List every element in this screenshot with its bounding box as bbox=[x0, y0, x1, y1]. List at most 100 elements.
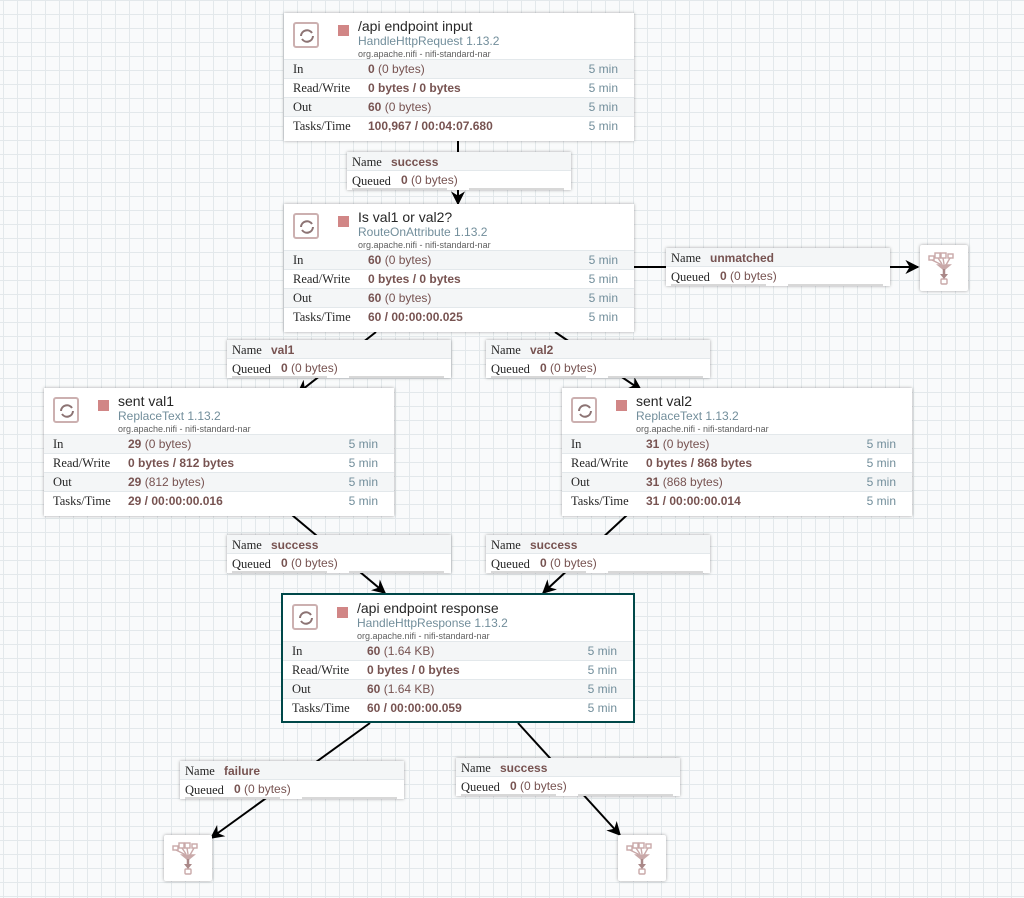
queued-value: 0 (0 bytes) bbox=[720, 269, 777, 283]
stat-label: Read/Write bbox=[292, 663, 350, 677]
stat-window: 5 min bbox=[588, 272, 618, 286]
stopped-status-icon bbox=[337, 607, 348, 618]
stat-label: Out bbox=[571, 475, 590, 489]
stat-value: 29 / 00:00:00.016 bbox=[128, 494, 223, 508]
processor-type: HandleHttpRequest 1.13.2 bbox=[358, 34, 500, 48]
stat-value: 31 / 00:00:00.014 bbox=[646, 494, 741, 508]
processor-icon bbox=[571, 397, 597, 423]
queue-count-bar bbox=[232, 376, 327, 378]
processor-api-endpoint-response[interactable]: /api endpoint response HandleHttpRespons… bbox=[281, 593, 635, 723]
processor-name: Is val1 or val2? bbox=[358, 209, 453, 225]
queue-size-bar bbox=[349, 571, 444, 573]
processor-is-val1-or-val2[interactable]: Is val1 or val2? RouteOnAttribute 1.13.2… bbox=[284, 204, 634, 332]
queued-value: 0 (0 bytes) bbox=[401, 173, 458, 187]
stat-value: 0 bytes / 812 bytes bbox=[128, 456, 235, 470]
queued-label: Queued bbox=[232, 362, 271, 376]
stat-label: In bbox=[293, 253, 304, 267]
processor-name: sent val2 bbox=[636, 393, 693, 409]
queue-count-bar bbox=[185, 797, 280, 799]
stat-label: Out bbox=[53, 475, 72, 489]
connection-name: val1 bbox=[271, 343, 295, 357]
processor-name: sent val1 bbox=[118, 393, 175, 409]
funnel[interactable] bbox=[618, 835, 666, 881]
stat-row-tasks-time: Tasks/Time 31 / 00:00:00.014 5 min bbox=[562, 491, 912, 510]
stat-window: 5 min bbox=[866, 456, 896, 470]
name-label: Name bbox=[352, 155, 382, 169]
funnel[interactable] bbox=[920, 245, 968, 291]
stat-label: Read/Write bbox=[571, 456, 629, 470]
stat-window: 5 min bbox=[866, 494, 896, 508]
name-label: Name bbox=[232, 538, 262, 552]
processor-sent-val2[interactable]: sent val2 ReplaceText 1.13.2 org.apache.… bbox=[562, 388, 912, 516]
processor-icon bbox=[293, 22, 319, 48]
processor-type: ReplaceText 1.13.2 bbox=[118, 409, 221, 423]
stopped-status-icon bbox=[616, 400, 627, 411]
stat-value: 29 (812 bytes) bbox=[128, 475, 205, 489]
stat-row-in: In 60 (0 bytes) 5 min bbox=[284, 250, 634, 269]
queue-count-bar bbox=[232, 571, 327, 573]
stat-window: 5 min bbox=[866, 475, 896, 489]
stat-window: 5 min bbox=[866, 437, 896, 451]
stat-window: 5 min bbox=[588, 253, 618, 267]
queued-value: 0 (0 bytes) bbox=[540, 361, 597, 375]
stat-value: 60 (0 bytes) bbox=[368, 100, 432, 114]
queue-size-bar bbox=[302, 797, 397, 799]
connection-label-success[interactable]: Name success Queued 0 (0 bytes) bbox=[486, 535, 710, 573]
stat-value: 60 (0 bytes) bbox=[368, 253, 432, 267]
processor-icon bbox=[292, 604, 318, 630]
connection-name: failure bbox=[224, 764, 261, 778]
stat-value: 0 bytes / 0 bytes bbox=[368, 272, 461, 286]
funnel[interactable] bbox=[164, 835, 212, 881]
stat-label: Tasks/Time bbox=[292, 701, 350, 715]
stat-value: 0 bytes / 0 bytes bbox=[368, 81, 461, 95]
name-label: Name bbox=[232, 343, 262, 357]
queued-label: Queued bbox=[491, 557, 530, 571]
name-label: Name bbox=[671, 251, 701, 265]
stat-value: 100,967 / 00:04:07.680 bbox=[368, 119, 493, 133]
processor-api-endpoint-input[interactable]: /api endpoint input HandleHttpRequest 1.… bbox=[284, 13, 634, 141]
stat-window: 5 min bbox=[588, 119, 618, 133]
stat-value: 0 bytes / 868 bytes bbox=[646, 456, 753, 470]
stat-label: Tasks/Time bbox=[571, 494, 629, 508]
stopped-status-icon bbox=[338, 25, 349, 36]
stat-value: 31 (0 bytes) bbox=[646, 437, 710, 451]
stat-label: In bbox=[292, 644, 303, 658]
processor-icon bbox=[53, 397, 79, 423]
queued-value: 0 (0 bytes) bbox=[540, 556, 597, 570]
stat-label: In bbox=[53, 437, 64, 451]
stat-window: 5 min bbox=[587, 682, 617, 696]
stat-row-read-write: Read/Write 0 bytes / 868 bytes 5 min bbox=[562, 453, 912, 472]
queued-label: Queued bbox=[352, 174, 391, 188]
stat-label: Out bbox=[293, 291, 312, 305]
queue-size-bar bbox=[578, 794, 673, 796]
stat-value: 0 bytes / 0 bytes bbox=[367, 663, 460, 677]
stat-value: 29 (0 bytes) bbox=[128, 437, 192, 451]
queued-label: Queued bbox=[461, 780, 500, 794]
name-label: Name bbox=[185, 764, 215, 778]
stat-label: In bbox=[293, 62, 304, 76]
processor-type: HandleHttpResponse 1.13.2 bbox=[357, 616, 508, 630]
processor-sent-val1[interactable]: sent val1 ReplaceText 1.13.2 org.apache.… bbox=[44, 388, 394, 516]
name-label: Name bbox=[491, 538, 521, 552]
connection-name: unmatched bbox=[710, 251, 775, 265]
name-label: Name bbox=[491, 343, 521, 357]
stat-window: 5 min bbox=[348, 437, 378, 451]
stat-label: Read/Write bbox=[53, 456, 111, 470]
connection-name: success bbox=[530, 538, 578, 552]
